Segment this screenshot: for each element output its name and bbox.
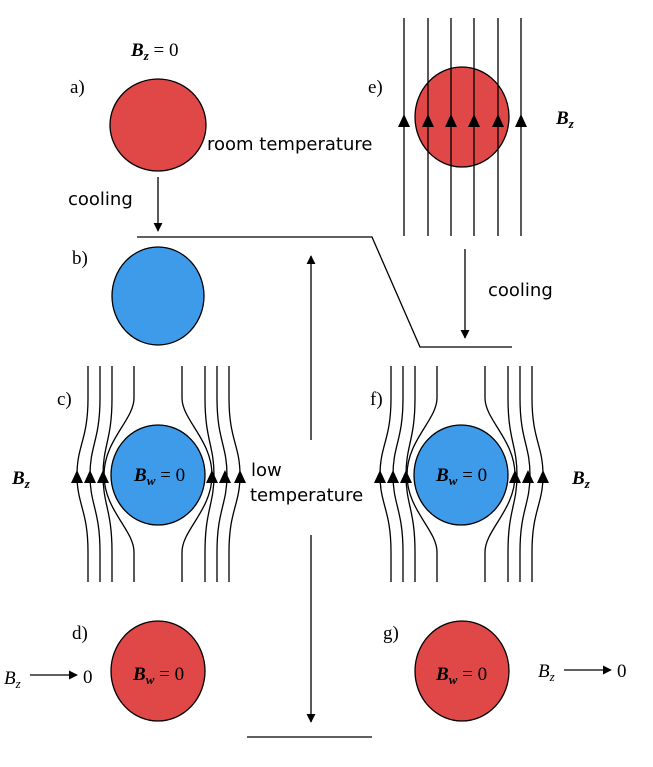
- up-arrowhead: [522, 470, 534, 483]
- panel-e: e) Bz: [368, 18, 575, 236]
- cooling-label-right: cooling: [488, 280, 553, 301]
- label-c: c): [57, 389, 72, 410]
- up-arrowhead: [84, 470, 96, 483]
- sample-g-warm: [414, 620, 510, 722]
- sample-e-warm: [414, 66, 510, 168]
- sample-d-warm: [110, 620, 206, 722]
- zero-label-d: 0: [83, 667, 93, 688]
- bz-label-c: Bz: [11, 468, 31, 491]
- bw-zero-label-d: Bw = 0: [132, 664, 184, 687]
- temperature-step-line: [137, 236, 512, 348]
- cooling-label-left: cooling: [68, 189, 133, 210]
- panel-f: f) Bw = 0 Bz: [370, 366, 591, 582]
- label-b: b): [72, 248, 88, 269]
- up-arrowhead: [97, 470, 109, 483]
- up-arrowhead: [537, 470, 549, 483]
- label-e: e): [368, 77, 383, 98]
- sample-b-cold: [111, 246, 205, 346]
- bz-label-e: Bz: [555, 108, 575, 131]
- label-a: a): [70, 77, 85, 98]
- field-arrowheads-f: [374, 470, 549, 483]
- up-arrowhead: [509, 470, 521, 483]
- up-arrowhead: [387, 470, 399, 483]
- field-arrowheads-e: [398, 114, 527, 127]
- panel-b: b): [72, 246, 205, 346]
- bz-label-g: Bz: [538, 661, 555, 684]
- up-arrowhead: [445, 114, 457, 127]
- bz-zero-label-a: Bz = 0: [130, 40, 178, 63]
- up-arrowhead: [515, 114, 527, 127]
- bw-zero-label-c: Bw = 0: [133, 465, 185, 488]
- temperature-label: temperature: [250, 485, 363, 506]
- up-arrowhead: [219, 470, 231, 483]
- up-arrowhead: [71, 470, 83, 483]
- zero-label-g: 0: [617, 661, 627, 682]
- room-temperature-label: room temperature: [207, 134, 372, 155]
- sample-a-warm: [109, 78, 207, 172]
- panel-d: d) Bw = 0 Bz 0: [4, 620, 206, 722]
- up-arrowhead: [492, 114, 504, 127]
- panel-c: c) Bw = 0 Bz: [11, 366, 246, 582]
- bw-zero-label-g: Bw = 0: [435, 664, 487, 687]
- up-arrowhead: [468, 114, 480, 127]
- up-arrowhead: [422, 114, 434, 127]
- bz-label-f: Bz: [571, 468, 591, 491]
- bz-label-d: Bz: [4, 668, 21, 691]
- up-arrowhead: [206, 470, 218, 483]
- up-arrowhead: [234, 470, 246, 483]
- sample-f-cold: [413, 424, 509, 526]
- bw-zero-label-f: Bw = 0: [435, 465, 487, 488]
- panel-g: g) Bw = 0 Bz 0: [383, 620, 627, 722]
- label-f: f): [370, 389, 383, 410]
- up-arrowhead: [398, 114, 410, 127]
- sample-c-cold: [110, 424, 206, 526]
- up-arrowhead: [374, 470, 386, 483]
- up-arrowhead: [400, 470, 412, 483]
- label-d: d): [72, 623, 88, 644]
- label-g: g): [383, 623, 399, 644]
- field-arrowheads-c: [71, 470, 246, 483]
- low-label: low: [251, 460, 282, 481]
- panel-a: Bz = 0 a): [70, 40, 207, 172]
